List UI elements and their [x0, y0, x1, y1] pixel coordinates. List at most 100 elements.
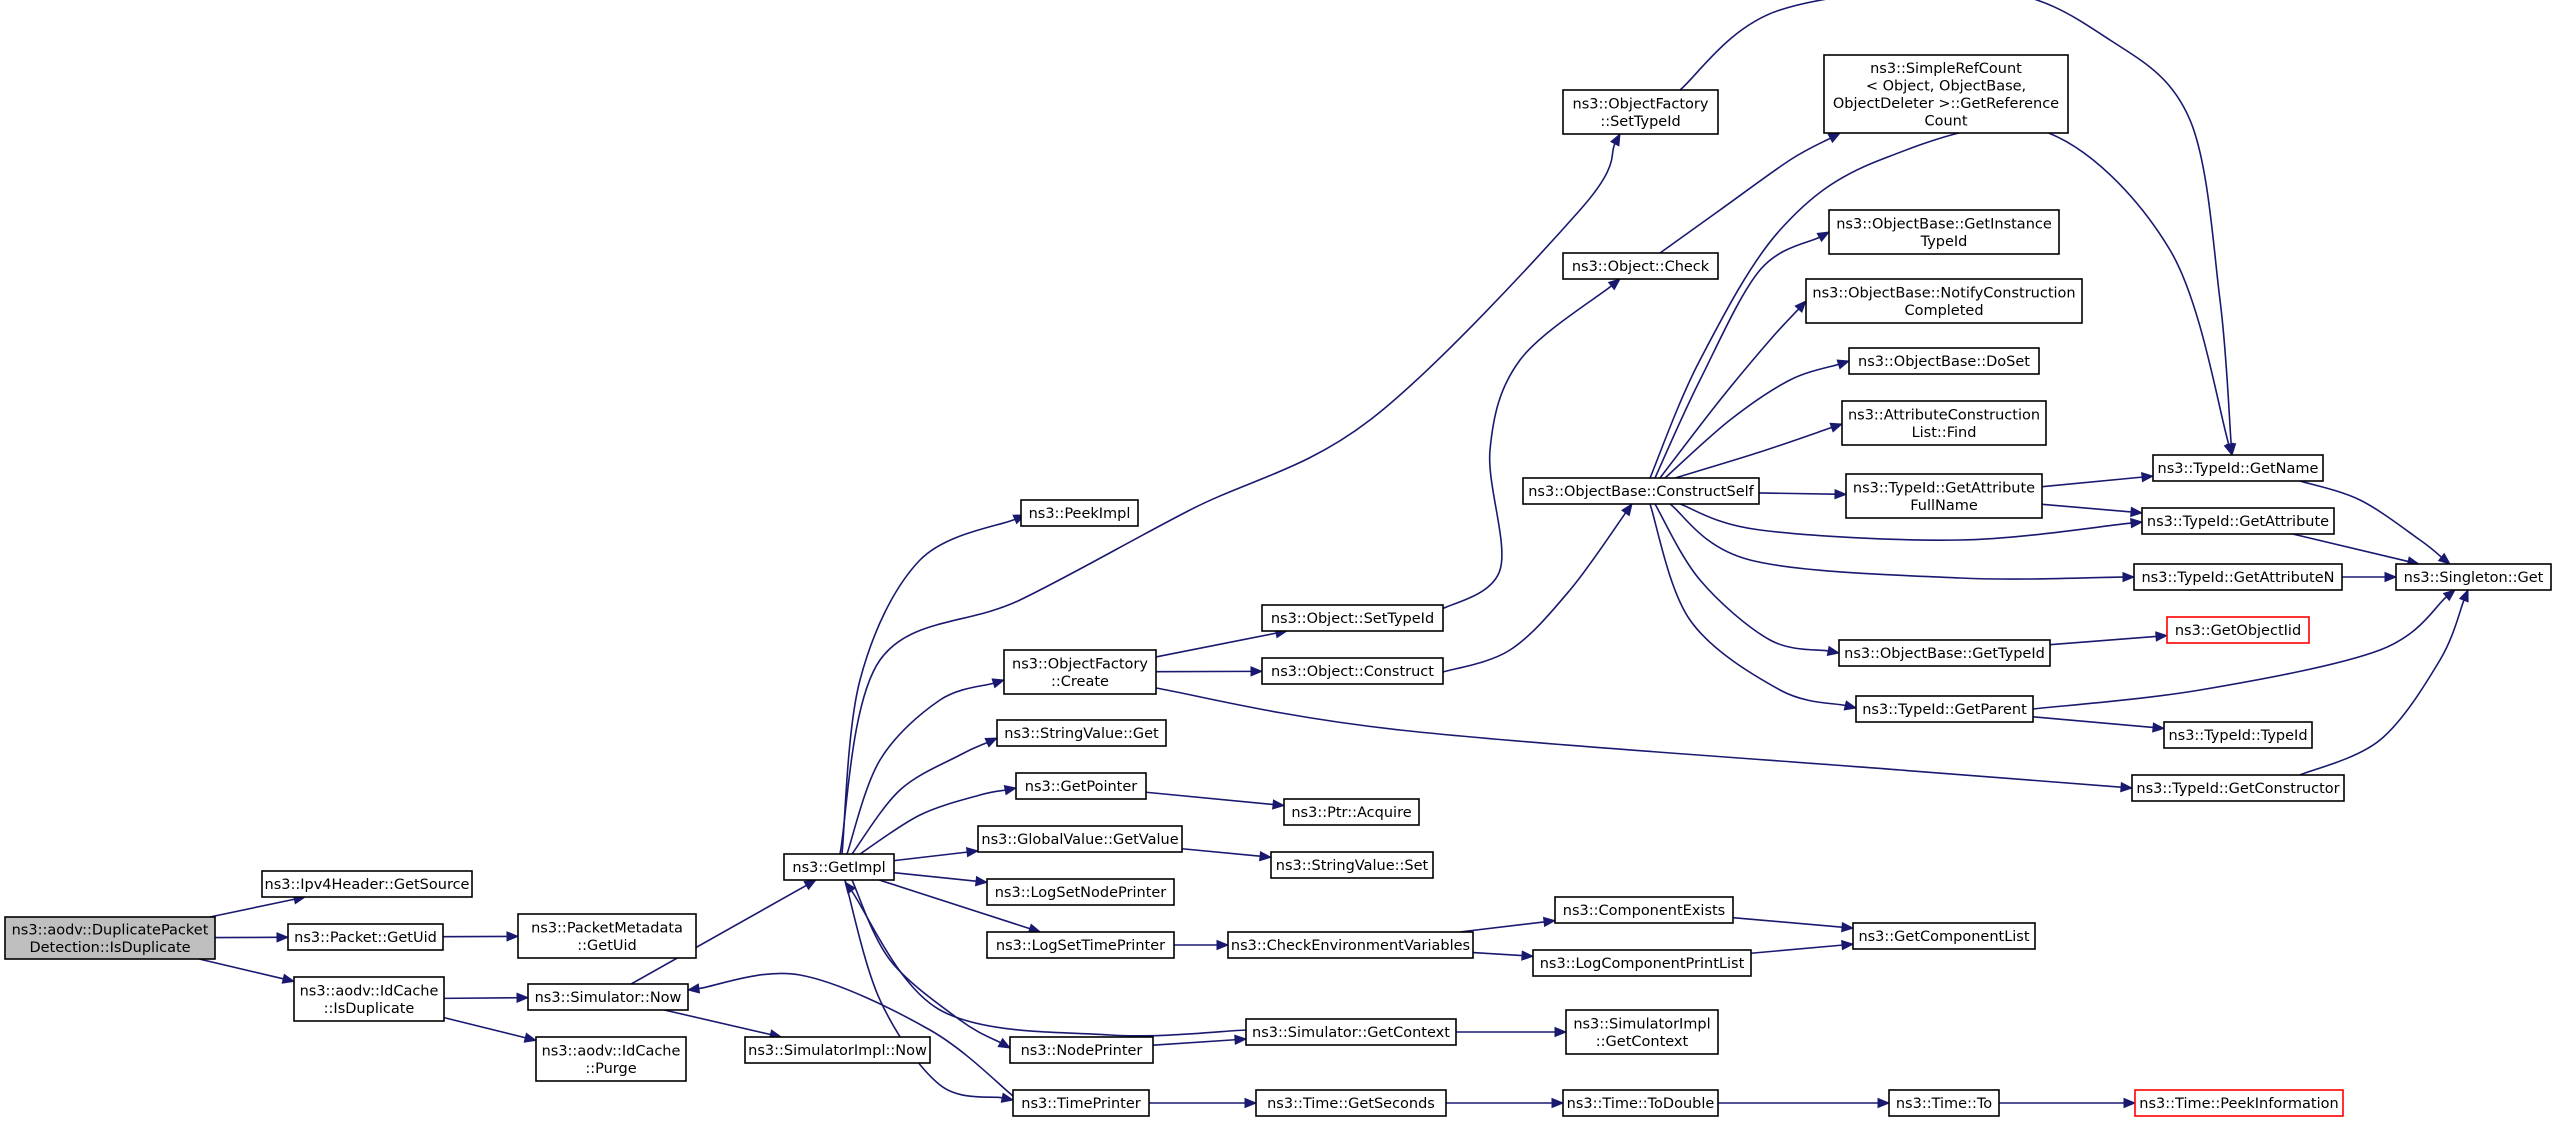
arrowhead [803, 879, 818, 891]
arrowhead [844, 880, 857, 895]
node-label: ns3::TypeId::GetName [2158, 461, 2319, 477]
node-packetgetuid[interactable]: ns3::Packet::GetUid [287, 923, 444, 951]
edge-timeprinter-to-simnow [686, 972, 1014, 1097]
node-box [986, 931, 1175, 959]
node-timeprinter[interactable]: ns3::TimePrinter [1012, 1089, 1150, 1117]
arrowhead [2223, 442, 2234, 457]
node-pmgetuid[interactable]: ns3::PacketMetadata::GetUid [517, 913, 697, 959]
node-label: ns3::Singleton::Get [2404, 570, 2544, 586]
edge-getimpl-to-ofsettypeid [839, 132, 1621, 855]
node-box [2395, 563, 2552, 591]
node-timepeekinfo[interactable]: ns3::Time::PeekInformation [2134, 1089, 2344, 1117]
node-label: ns3::SimulatorImpl::Now [748, 1043, 927, 1059]
node-box [1888, 1089, 2000, 1117]
arrowhead [2458, 588, 2469, 603]
node-label: ns3::Ptr::Acquire [1291, 805, 1411, 821]
node-getobjectiid[interactable]: ns3::GetObjectIid [2166, 616, 2310, 644]
node-box [1270, 851, 1434, 879]
node-isdup[interactable]: ns3::aodv::DuplicatePacketDetection::IsD… [4, 916, 216, 960]
node-box [1855, 695, 2034, 723]
node-logsetnode[interactable]: ns3::LogSetNodePrinter [986, 878, 1175, 906]
node-logcompprint[interactable]: ns3::LogComponentPrintList [1532, 949, 1752, 977]
node-notifyconstr[interactable]: ns3::ObjectBase::NotifyConstructionCompl… [1805, 278, 2083, 324]
node-objconstruct[interactable]: ns3::Object::Construct [1261, 657, 1444, 685]
node-compexists[interactable]: ns3::ComponentExists [1554, 896, 1734, 924]
node-label: ns3::Simulator::Now [535, 990, 682, 1006]
node-simimplnow[interactable]: ns3::SimulatorImpl::Now [744, 1036, 931, 1064]
node-box [1012, 1089, 1150, 1117]
node-purge[interactable]: ns3::aodv::IdCache::Purge [535, 1036, 687, 1082]
edge-packetgetuid-to-pmgetuid [442, 931, 520, 942]
node-tidgetattrn[interactable]: ns3::TypeId::GetAttributeN [2133, 563, 2343, 591]
node-simnow[interactable]: ns3::Simulator::Now [527, 983, 689, 1011]
node-tidgetparent[interactable]: ns3::TypeId::GetParent [1855, 695, 2034, 723]
node-getcomplist[interactable]: ns3::GetComponentList [1852, 922, 2036, 950]
node-label: ns3::Object::Construct [1271, 664, 1434, 680]
node-label: ns3::StringValue::Get [1004, 726, 1159, 742]
node-getpointer[interactable]: ns3::GetPointer [1015, 772, 1147, 800]
arrowhead [2384, 571, 2398, 583]
node-box [1828, 209, 2060, 255]
node-timeto[interactable]: ns3::Time::To [1888, 1089, 2000, 1117]
arrowhead [1816, 231, 1831, 243]
node-obgettypeid[interactable]: ns3::ObjectBase::GetTypeId [1838, 639, 2051, 667]
node-timetodouble[interactable]: ns3::Time::ToDouble [1562, 1089, 1719, 1117]
node-objcheck[interactable]: ns3::Object::Check [1562, 252, 1719, 280]
node-box [2133, 563, 2343, 591]
node-ofcreate[interactable]: ns3::ObjectFactory::Create [1003, 649, 1157, 695]
node-ofsettypeid[interactable]: ns3::ObjectFactory::SetTypeId [1562, 89, 1719, 135]
node-label: ns3::TypeId::GetAttribute [2147, 514, 2329, 530]
node-label: ns3::Time::PeekInformation [2139, 1096, 2338, 1112]
node-idcache[interactable]: ns3::aodv::IdCache::IsDuplicate [293, 976, 445, 1022]
node-box [1245, 1018, 1457, 1046]
edge-tidgetname-to-singletonget [2299, 480, 2452, 565]
node-box [1261, 657, 1444, 685]
node-label: ns3::GetComponentList [1858, 929, 2029, 945]
edge-timetodouble-to-timeto [1718, 1097, 1891, 1109]
node-label: ns3::NodePrinter [1021, 1043, 1143, 1059]
node-tidgetname[interactable]: ns3::TypeId::GetName [2152, 454, 2324, 482]
node-nodeprinter[interactable]: ns3::NodePrinter [1009, 1036, 1154, 1064]
node-getimpl[interactable]: ns3::GetImpl [783, 853, 895, 881]
node-svget[interactable]: ns3::StringValue::Get [996, 719, 1167, 747]
node-timegetsec[interactable]: ns3::Time::GetSeconds [1255, 1089, 1447, 1117]
node-label: ns3::Object::Check [1572, 259, 1710, 275]
node-label: ns3::ObjectBase::DoSet [1858, 354, 2030, 370]
node-checkenv[interactable]: ns3::CheckEnvironmentVariables [1227, 931, 1474, 959]
node-box [1009, 1036, 1154, 1064]
node-box [2163, 721, 2313, 749]
arrowhead [1234, 1034, 1248, 1046]
node-simgetctx[interactable]: ns3::Simulator::GetContext [1245, 1018, 1457, 1046]
node-label: ns3::PeekImpl [1029, 506, 1131, 522]
node-gvgetvalue[interactable]: ns3::GlobalValue::GetValue [977, 825, 1183, 853]
node-constructself[interactable]: ns3::ObjectBase::ConstructSelf [1522, 477, 1760, 505]
node-label: ns3::ComponentExists [1563, 903, 1726, 919]
node-getsource[interactable]: ns3::Ipv4Header::GetSource [261, 870, 473, 898]
node-label: ns3::TypeId::GetParent [1862, 702, 2027, 718]
node-label: ns3::aodv::DuplicatePacket [12, 922, 209, 938]
node-doset[interactable]: ns3::ObjectBase::DoSet [1848, 347, 2040, 375]
node-label: ns3::ObjectFactory [1012, 656, 1148, 672]
node-tidtypeid[interactable]: ns3::TypeId::TypeId [2163, 721, 2313, 749]
node-label: ::GetContext [1596, 1034, 1689, 1050]
node-ptracquire[interactable]: ns3::Ptr::Acquire [1283, 798, 1420, 826]
arrowhead [1621, 502, 1633, 517]
node-simplerefcount[interactable]: ns3::SimpleRefCount< Object, ObjectBase,… [1823, 54, 2069, 134]
node-objsettypeid[interactable]: ns3::Object::SetTypeId [1261, 604, 1444, 632]
node-label: ns3::AttributeConstruction [1848, 407, 2040, 423]
node-tidgetctor[interactable]: ns3::TypeId::GetConstructor [2131, 774, 2345, 802]
node-box [287, 923, 444, 951]
node-tidgetattr[interactable]: ns3::TypeId::GetAttribute [2141, 507, 2335, 535]
edge-checkenv-to-logcompprint [1472, 950, 1535, 961]
node-box [1227, 931, 1474, 959]
node-peekimpl[interactable]: ns3::PeekImpl [1020, 499, 1139, 527]
node-box [744, 1036, 931, 1064]
node-singletonget[interactable]: ns3::Singleton::Get [2395, 563, 2552, 591]
node-svset[interactable]: ns3::StringValue::Set [1270, 851, 1434, 879]
node-logsettime[interactable]: ns3::LogSetTimePrinter [986, 931, 1175, 959]
arrowhead [1610, 132, 1621, 147]
node-simimplctx[interactable]: ns3::SimulatorImpl::GetContext [1565, 1009, 1719, 1055]
